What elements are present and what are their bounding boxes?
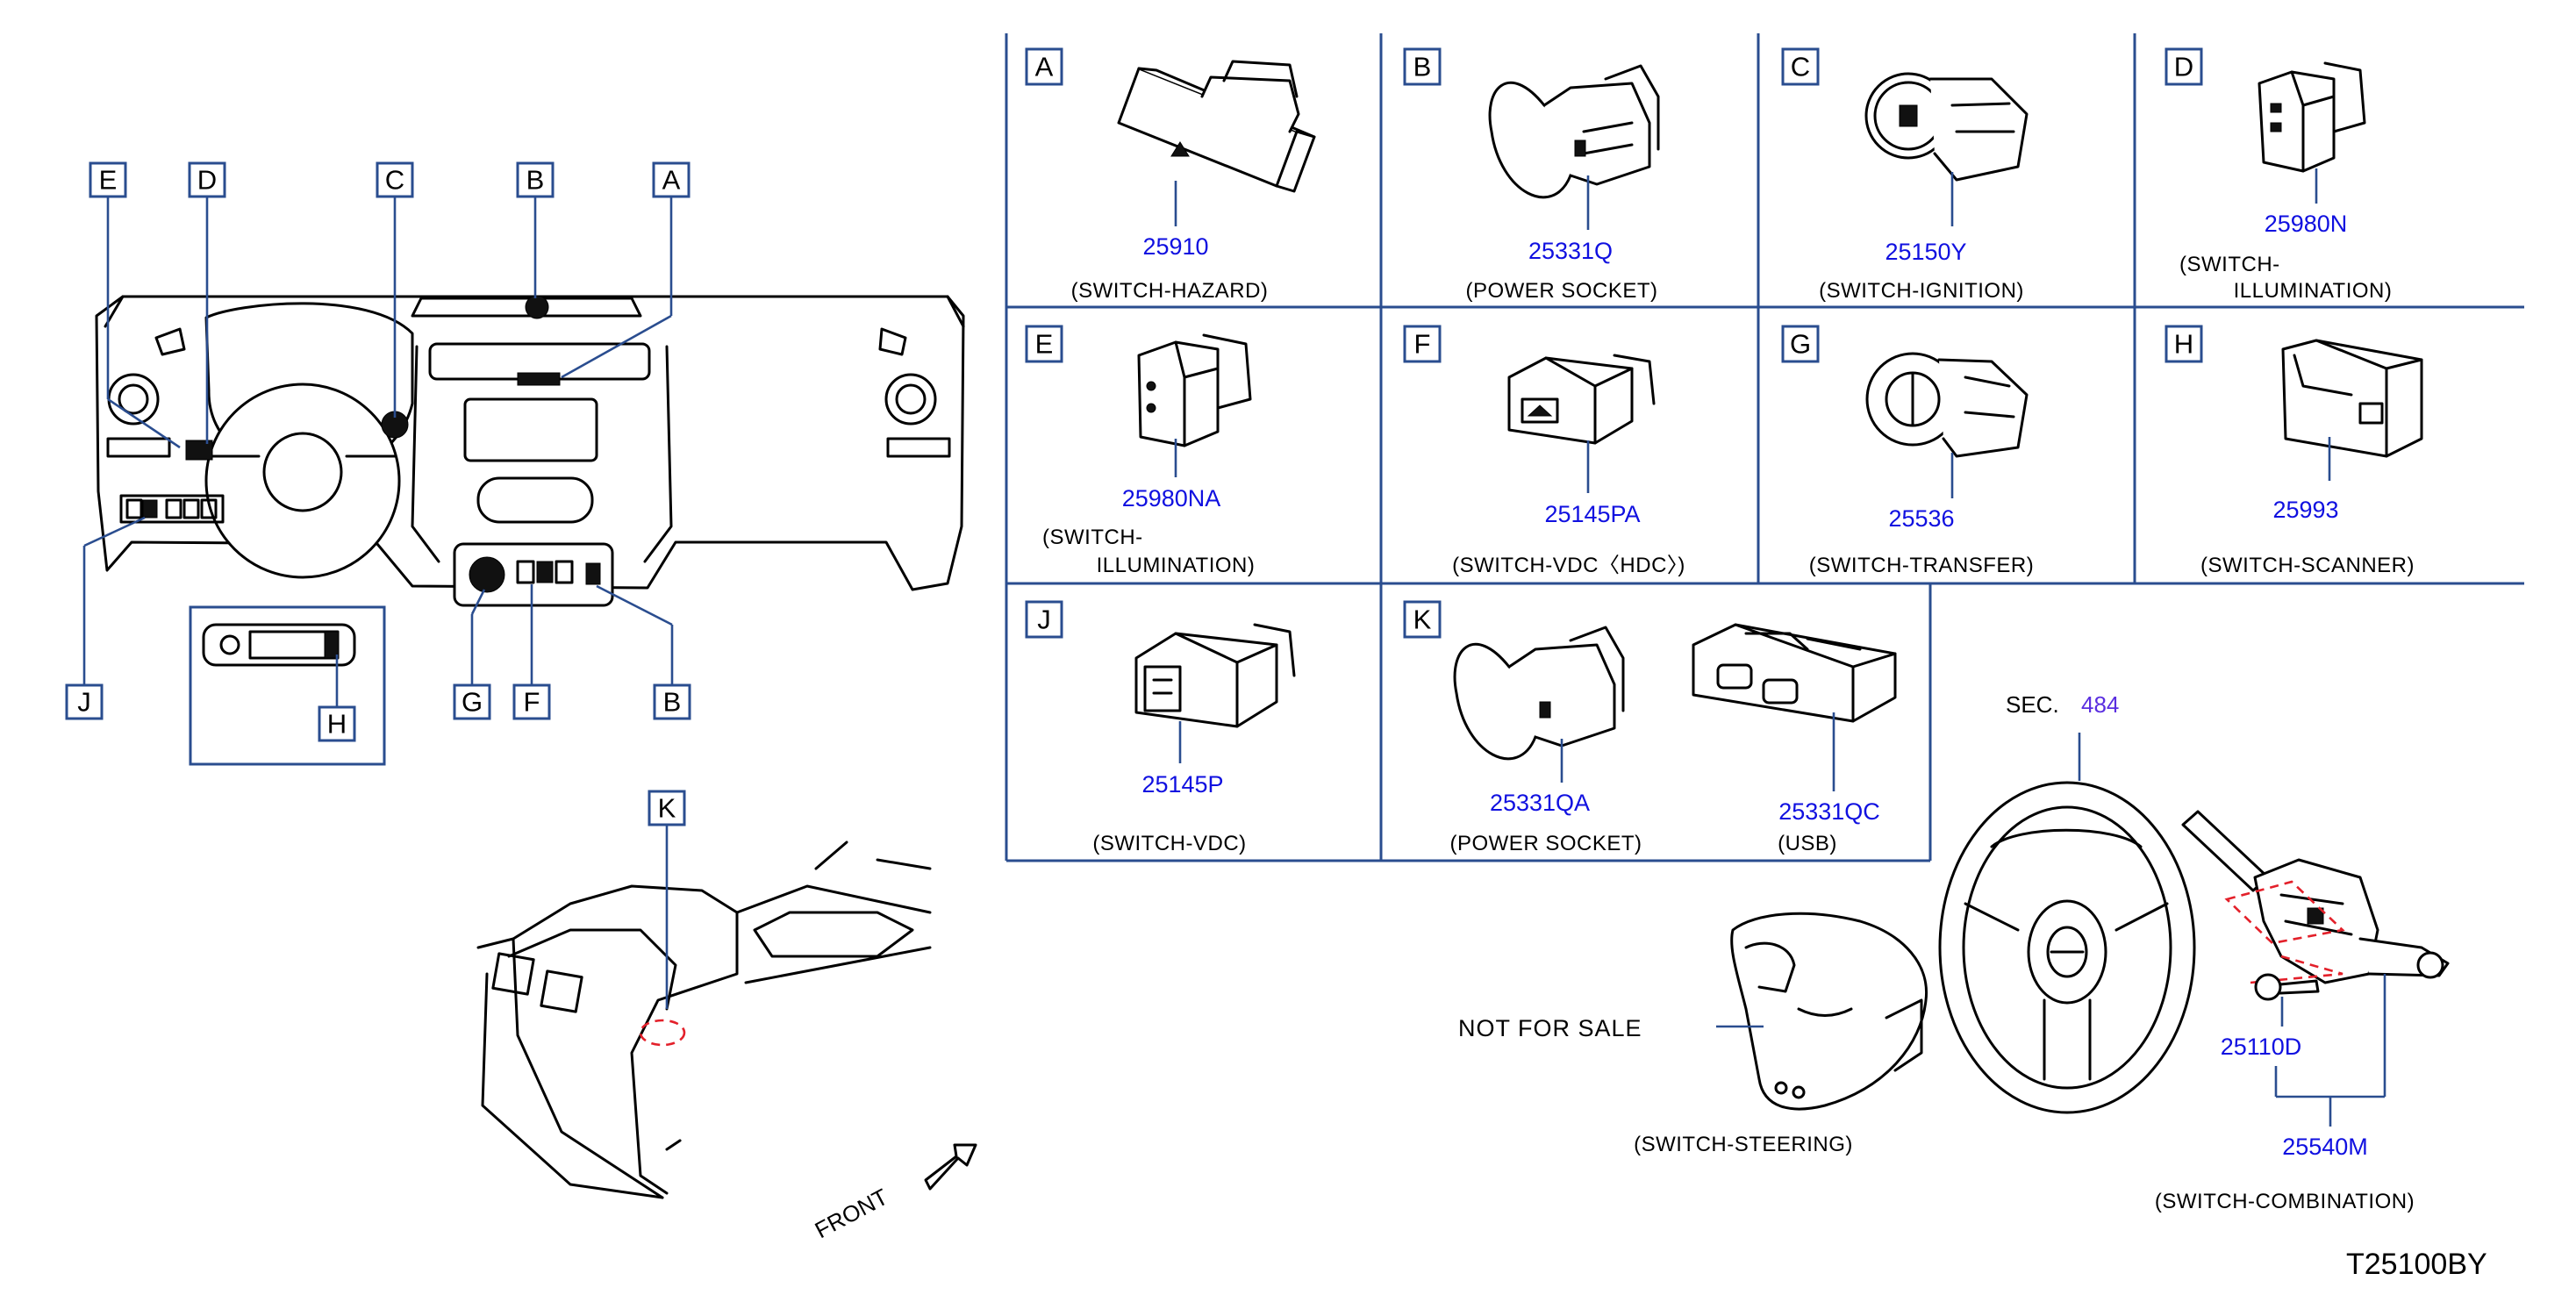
svg-text:H: H	[2174, 329, 2193, 360]
power-socket-drawing	[1488, 64, 1660, 199]
svg-text:D: D	[197, 165, 217, 196]
part-number-25331q: 25331Q	[1528, 238, 1613, 264]
caption-switch-illumination-e-line1: (SWITCH-	[1042, 526, 1143, 549]
screw-drawing	[2254, 973, 2320, 1001]
part-number-25331qa: 25331QA	[1490, 790, 1590, 816]
svg-text:C: C	[385, 165, 404, 196]
cell-letter-k: K	[1403, 600, 1442, 639]
svg-text:E: E	[99, 165, 118, 196]
part-number-25993: 25993	[2272, 497, 2338, 523]
cell-letter-g: G	[1781, 325, 1820, 363]
svg-text:F: F	[524, 687, 540, 718]
scanner-inset-box	[189, 605, 386, 766]
part-number-25110d: 25110D	[2221, 1034, 2302, 1060]
caption-switch-illumination-e-line2: ILLUMINATION)	[1097, 554, 1256, 577]
steering-wheel-drawing	[1938, 781, 2196, 1114]
svg-text:F: F	[1414, 329, 1431, 360]
part-number-25910: 25910	[1142, 233, 1208, 260]
svg-text:G: G	[1790, 329, 1811, 360]
caption-usb: (USB)	[1778, 832, 1837, 855]
svg-text:A: A	[662, 165, 681, 196]
svg-text:B: B	[1413, 52, 1432, 82]
svg-text:J: J	[1037, 604, 1051, 635]
caption-switch-scanner: (SWITCH-SCANNER)	[2200, 554, 2415, 577]
dashboard-drawing	[95, 295, 965, 607]
callout-dash-c: C	[376, 161, 414, 198]
svg-text:K: K	[1413, 604, 1432, 635]
sec-label: SEC.	[2006, 691, 2059, 718]
part-number-25540m: 25540M	[2282, 1134, 2368, 1160]
caption-switch-vdc: (SWITCH-VDC)	[1092, 832, 1246, 855]
callout-dash-d: D	[188, 161, 226, 198]
callout-dash-b-top: B	[516, 161, 555, 198]
part-number-25331qc: 25331QC	[1778, 798, 1880, 825]
svg-text:K: K	[658, 793, 676, 824]
not-for-sale-label: NOT FOR SALE	[1458, 1015, 1642, 1041]
caption-switch-ignition: (SWITCH-IGNITION)	[1819, 279, 2024, 303]
scanner-switch-drawing	[2281, 339, 2423, 458]
vdc-switch-drawing	[1134, 623, 1296, 728]
caption-switch-hazard: (SWITCH-HAZARD)	[1071, 279, 1269, 303]
callout-dash-b-bottom: B	[653, 683, 691, 720]
cell-letter-h: H	[2165, 325, 2203, 363]
center-console-drawing	[476, 841, 932, 1199]
caption-switch-illumination-d-line1: (SWITCH-	[2179, 253, 2280, 276]
part-number-25980n: 25980N	[2265, 211, 2348, 237]
front-label: FRONT	[811, 1184, 892, 1244]
callout-dash-j: J	[65, 683, 104, 720]
parts-grid	[1005, 33, 2524, 862]
svg-text:C: C	[1791, 52, 1810, 82]
combination-switch-drawing	[2181, 810, 2450, 984]
part-number-25145p: 25145P	[1141, 771, 1223, 798]
front-arrow-icon	[924, 1143, 977, 1191]
svg-text:B: B	[663, 687, 682, 718]
caption-switch-illumination-d-line2: ILLUMINATION)	[2234, 279, 2393, 303]
svg-text:J: J	[77, 687, 91, 718]
svg-text:B: B	[526, 165, 545, 196]
part-number-25150y: 25150Y	[1885, 239, 1966, 265]
illumination-switch-d-drawing	[2258, 61, 2366, 173]
hazard-switch-drawing	[1117, 60, 1316, 193]
ignition-switch-drawing	[1864, 72, 2029, 182]
cell-letter-b: B	[1403, 47, 1442, 86]
steering-switch-drawing	[1730, 912, 1928, 1111]
scanner-inset-drawing	[202, 623, 356, 667]
svg-text:A: A	[1035, 52, 1054, 82]
cell-letter-a: A	[1025, 47, 1063, 86]
callout-console-k: K	[648, 790, 686, 826]
part-number-25536: 25536	[1888, 505, 1954, 532]
vdc-hdc-switch-drawing	[1507, 354, 1656, 445]
callout-dash-g: G	[453, 683, 491, 720]
cell-letter-d: D	[2165, 47, 2203, 86]
illumination-switch-e-drawing	[1137, 333, 1252, 447]
usb-port-drawing	[1692, 623, 1897, 723]
svg-text:D: D	[2174, 52, 2193, 82]
part-number-25145pa: 25145PA	[1544, 501, 1640, 527]
callout-dash-a: A	[652, 161, 691, 198]
sec-number-link[interactable]: 484	[2081, 691, 2119, 718]
cell-letter-j: J	[1025, 600, 1063, 639]
caption-switch-vdc-hdc: (SWITCH-VDC〈HDC〉)	[1452, 554, 1685, 577]
transfer-switch-drawing	[1865, 352, 2029, 458]
caption-power-socket: (POWER SOCKET)	[1465, 279, 1657, 303]
part-number-25980na: 25980NA	[1122, 485, 1221, 512]
callout-dash-h: H	[318, 705, 356, 742]
caption-power-socket-k: (POWER SOCKET)	[1449, 832, 1642, 855]
document-id: T25100BY	[2346, 1248, 2487, 1281]
power-socket-k-drawing	[1453, 626, 1625, 761]
caption-switch-combination: (SWITCH-COMBINATION)	[2155, 1190, 2415, 1213]
svg-text:E: E	[1035, 329, 1054, 360]
svg-text:G: G	[462, 687, 483, 718]
callout-dash-f: F	[512, 683, 551, 720]
caption-switch-transfer: (SWITCH-TRANSFER)	[1809, 554, 2034, 577]
cell-letter-e: E	[1025, 325, 1063, 363]
callout-dash-e: E	[89, 161, 127, 198]
svg-text:H: H	[327, 709, 347, 740]
caption-switch-steering: (SWITCH-STEERING)	[1634, 1133, 1853, 1156]
cell-letter-c: C	[1781, 47, 1820, 86]
cell-letter-f: F	[1403, 325, 1442, 363]
